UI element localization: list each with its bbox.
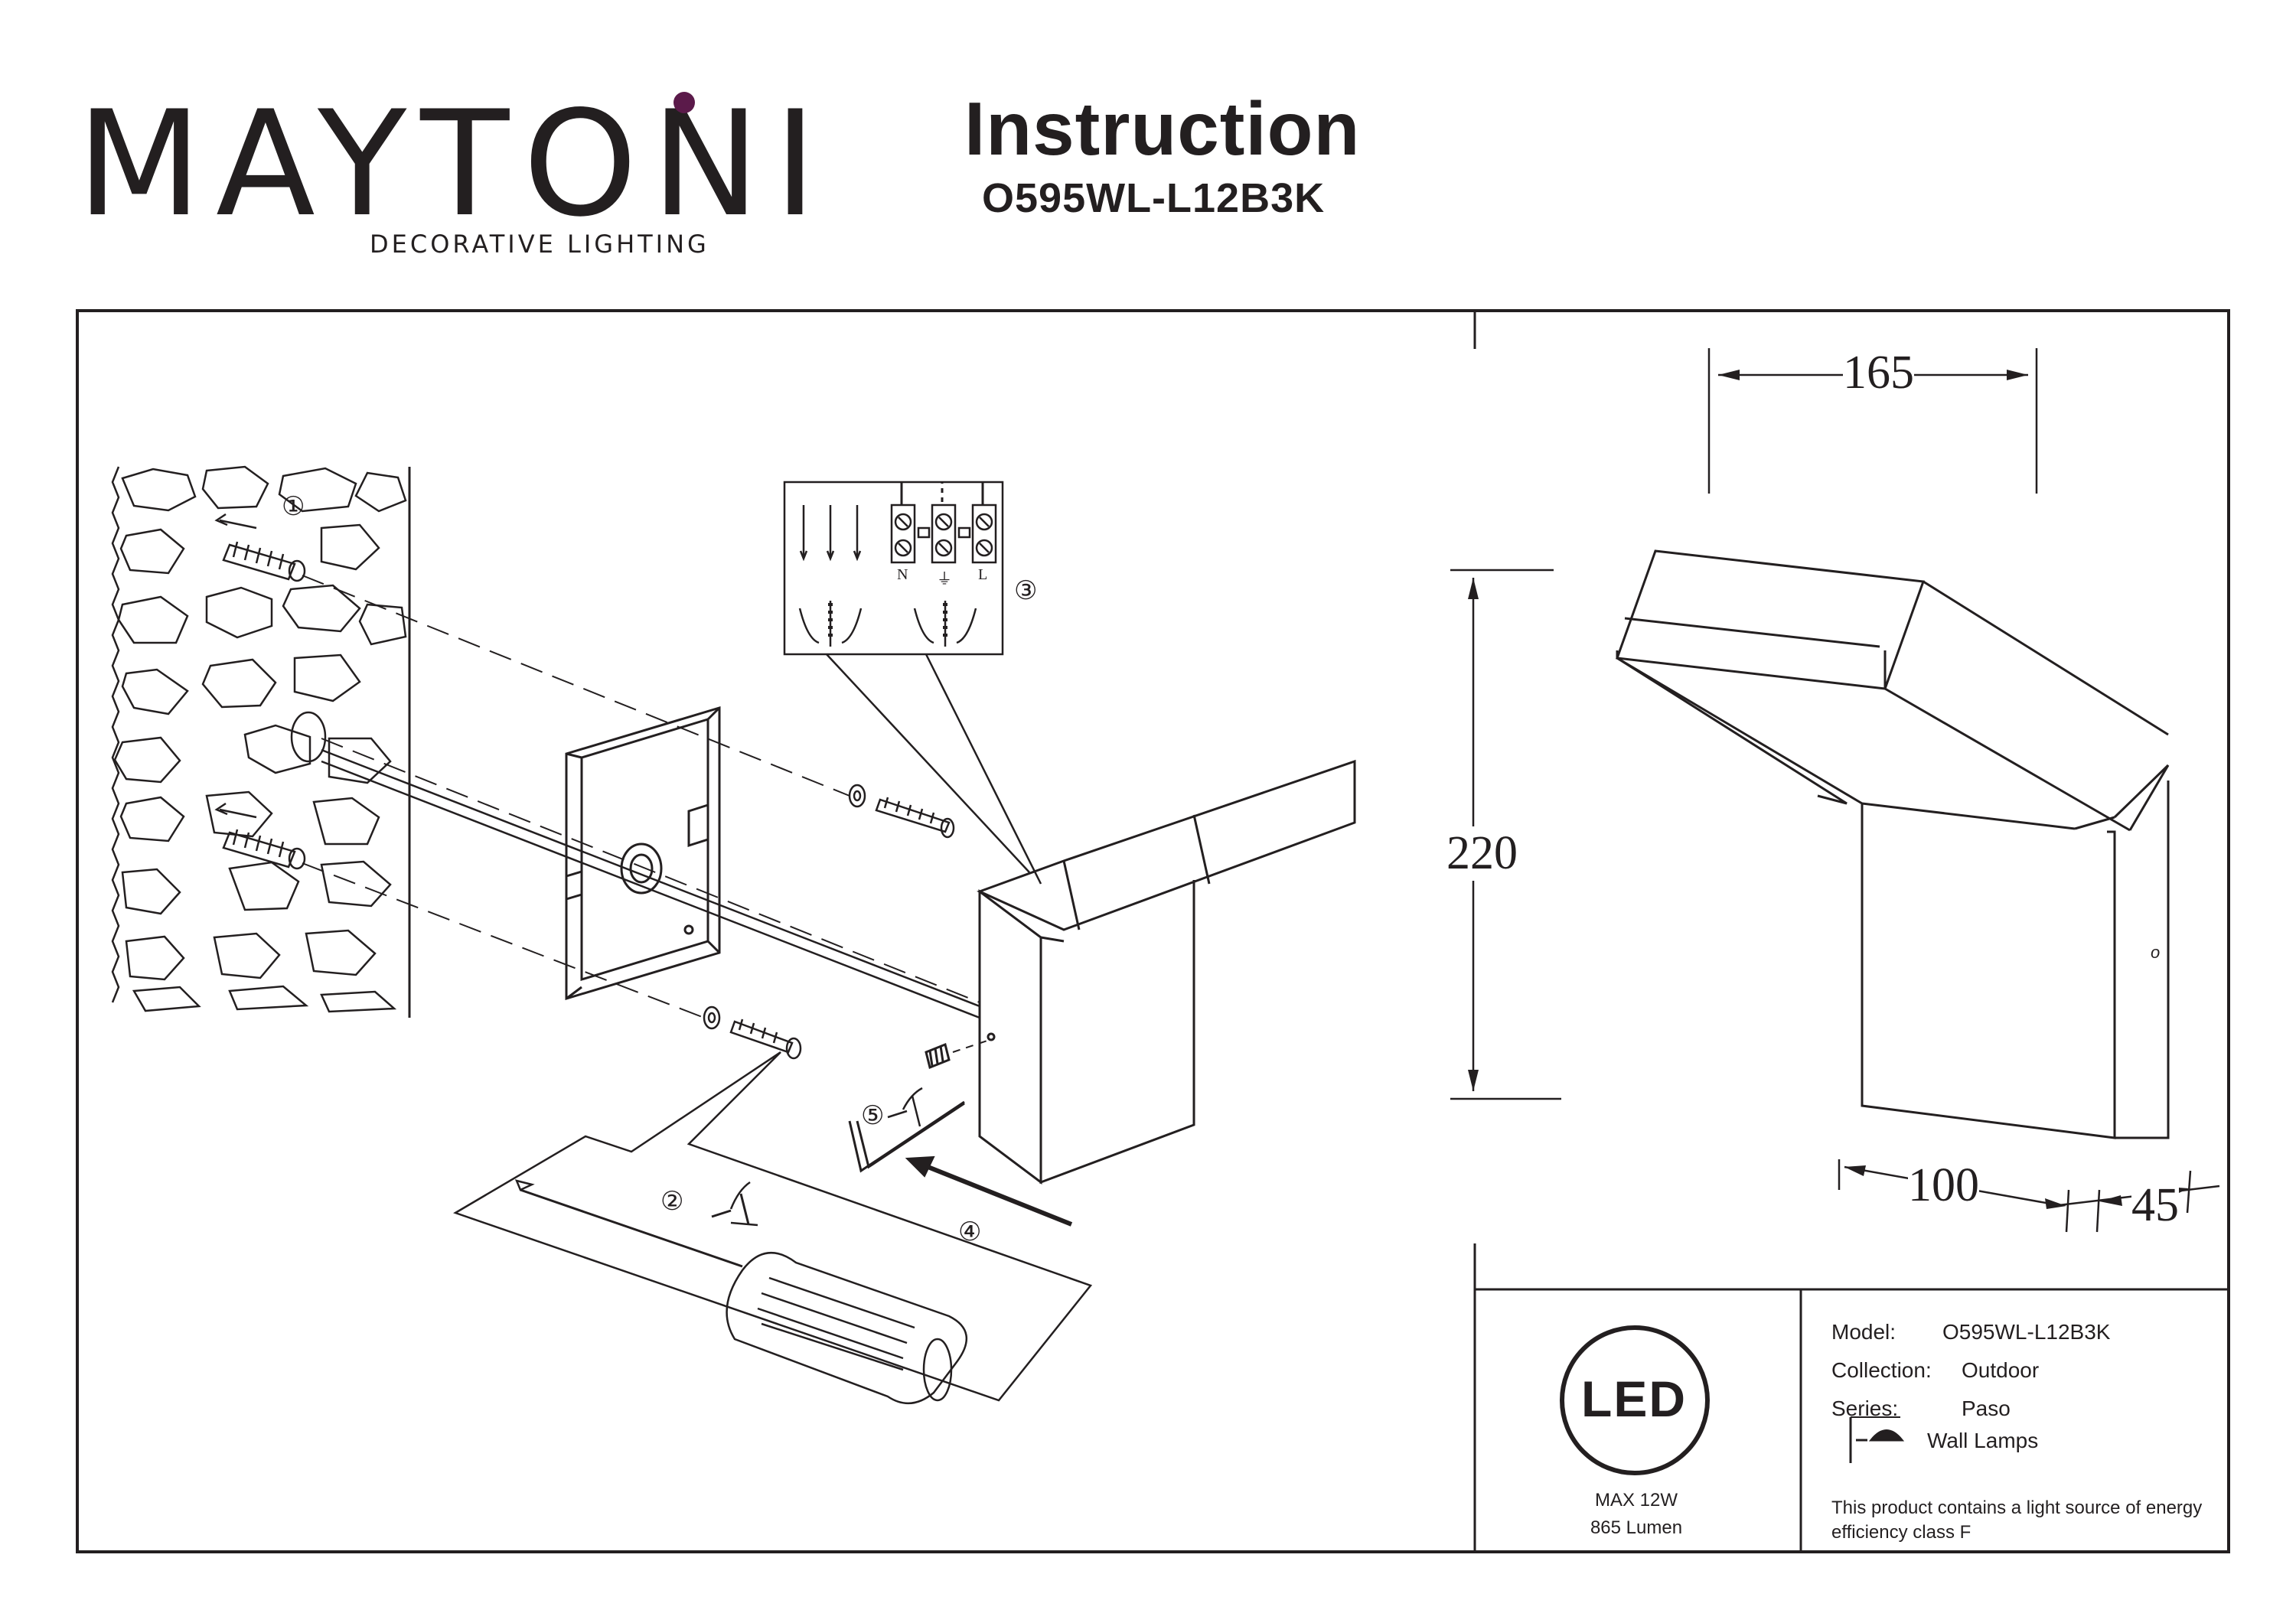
rotate-icon-5 xyxy=(887,1087,923,1127)
rotate-icon-2 xyxy=(711,1181,758,1227)
screwdriver-panel xyxy=(453,1051,1093,1405)
luminous-flux: 865 Lumen xyxy=(1590,1517,1683,1538)
stone-wall xyxy=(111,465,411,1018)
step-4-label: ④ xyxy=(958,1218,982,1247)
lamp-body-assembly xyxy=(925,759,1356,1185)
brand-tagline: DECORATIVE LIGHTING xyxy=(370,230,709,259)
led-badge-text: LED xyxy=(1581,1370,1687,1427)
lamp-side-view xyxy=(1615,549,2170,1139)
page-title: Instruction xyxy=(964,86,1361,171)
dimension-depth: 100 xyxy=(1908,1159,1979,1213)
dimension-arrowheads xyxy=(1468,370,2189,1209)
maytoni-logo: MAYTONI DECORATIVE LIGHTING xyxy=(77,80,830,275)
hole-mark: o xyxy=(2151,943,2161,962)
wall-dowel-top xyxy=(214,513,306,582)
model-value: O595WL-L12B3K xyxy=(1942,1320,2111,1344)
mounting-plate xyxy=(565,706,721,1001)
wall-dowel-bottom xyxy=(214,802,306,870)
dimension-wall-plate: 45 xyxy=(2131,1178,2179,1233)
model-label: Model: xyxy=(1831,1320,1896,1344)
model-code: O595WL-L12B3K xyxy=(982,175,1326,221)
step-3-label: ③ xyxy=(1014,577,1038,605)
collection-value: Outdoor xyxy=(1962,1358,2040,1382)
step-2-label: ② xyxy=(660,1188,684,1216)
terminal-n-label: N xyxy=(897,566,908,583)
terminal-ground-label: ⏚ xyxy=(937,571,952,588)
energy-class-note: This product contains a light source of … xyxy=(1831,1498,2203,1543)
wiring-callout xyxy=(783,481,1042,885)
terminal-l-label: L xyxy=(978,566,988,583)
hex-key-tool xyxy=(848,1100,965,1173)
dimension-height: 220 xyxy=(1446,826,1518,881)
assembly-arrow xyxy=(905,1155,1073,1227)
dimension-width: 165 xyxy=(1843,346,1914,400)
led-badge-circle xyxy=(1560,1325,1710,1475)
series-label: Series: xyxy=(1831,1396,1899,1420)
product-type: Wall Lamps xyxy=(1927,1429,2039,1452)
step-5-label: ⑤ xyxy=(861,1102,885,1130)
outer-frame xyxy=(76,309,2230,1553)
screw-bottom xyxy=(703,1005,802,1060)
series-value: Paso xyxy=(1962,1396,2011,1420)
brand-wordmark: MAYTONI xyxy=(77,80,830,249)
max-power: MAX 12W xyxy=(1594,1490,1678,1511)
screw-top xyxy=(848,784,955,839)
dimension-lines xyxy=(1450,348,2220,1233)
step-1-label: ① xyxy=(282,493,305,521)
wall-lamp-icon xyxy=(1849,1416,1905,1463)
collection-label: Collection: xyxy=(1831,1358,1932,1382)
logo-accent-dot xyxy=(673,92,695,113)
